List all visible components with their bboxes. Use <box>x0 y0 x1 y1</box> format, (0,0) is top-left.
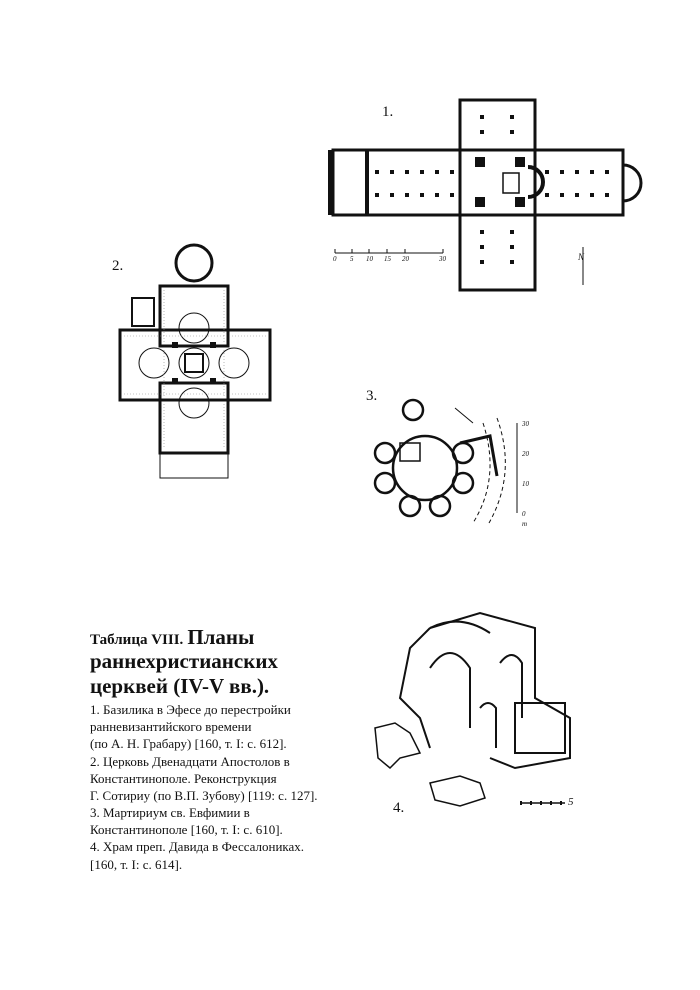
caption-lines: 1. Базилика в Эфесе до перестройки ранне… <box>90 701 350 873</box>
caption-line: [160, т. I: с. 614]. <box>90 856 183 872</box>
caption-title-small: Таблица VIII. <box>90 632 184 648</box>
north-label: N <box>578 252 585 262</box>
caption-line: Г. Сотириу (по В.П. Зубову) [119: с. 127… <box>90 787 318 803</box>
scale-1-tick: 5 <box>350 255 354 263</box>
caption-line: 2. Церковь Двенадцати Апостолов в <box>90 753 290 769</box>
scale-3-tick: 10 <box>522 480 529 488</box>
scale-3-tick: 0 <box>522 510 526 518</box>
caption-line: 4. Храм преп. Давида в Фессалониках. <box>90 839 305 855</box>
caption-line: 3. Мартириум св. Евфимии в <box>90 805 250 821</box>
scale-1-tick: 30 <box>439 255 446 263</box>
scale-1-tick: 10 <box>366 255 373 263</box>
basilica-plan-icon <box>325 95 645 295</box>
caption-line: Константинополе [160, т. I: с. 610]. <box>90 822 283 838</box>
figure-caption: Таблица VIII. Планы раннехристианских це… <box>90 625 350 873</box>
caption-line: 1. Базилика в Эфесе до перестройки <box>90 702 291 718</box>
scale-3-unit: m <box>522 520 528 528</box>
figure-4-label: 4. <box>393 800 405 816</box>
scale-3-tick: 30 <box>522 420 529 428</box>
caption-title-big: Планы раннехристианских церквей (IV-V вв… <box>90 625 278 698</box>
church-axonometric-icon <box>370 608 600 813</box>
caption-line: (по А. Н. Грабару) [160, т. I: с. 612]. <box>90 736 287 752</box>
caption-line: ранневизантийского времени <box>90 719 252 735</box>
cruciform-church-plan-icon <box>112 238 292 483</box>
scale-4-tick: 5 <box>568 796 574 808</box>
martyrium-plan-icon <box>365 388 545 528</box>
scale-3-ticks: 30 20 10 0 m <box>522 420 542 530</box>
figure-3-label: 3. <box>366 388 378 404</box>
scale-1-tick: 0 <box>333 255 337 263</box>
scale-1-tick: 15 <box>384 255 391 263</box>
scale-1-tick: 20 <box>402 255 409 263</box>
figure-1-label: 1. <box>382 104 394 120</box>
figure-2-label: 2. <box>112 258 124 274</box>
scale-3-tick: 20 <box>522 450 529 458</box>
caption-line: Константинополе. Реконструкция <box>90 770 277 786</box>
caption-title: Таблица VIII. Планы раннехристианских це… <box>90 625 350 698</box>
